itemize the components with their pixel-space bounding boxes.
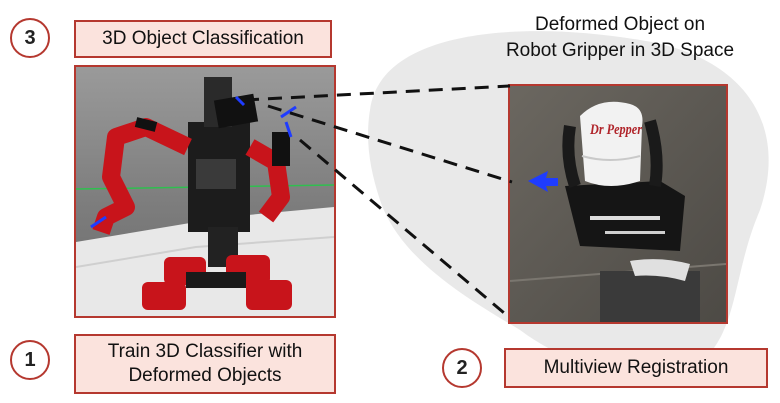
step-2-number: 2 bbox=[456, 356, 468, 379]
step-1-label-line2: Deformed Objects bbox=[128, 365, 282, 386]
gripper-photo: Dr Pepper bbox=[508, 84, 728, 324]
step-3-label-box: 3D Object Classification bbox=[74, 20, 332, 58]
caption-line1: Deformed Object on bbox=[534, 14, 706, 35]
step-2-badge: 2 bbox=[442, 348, 482, 388]
step-1-number: 1 bbox=[24, 348, 36, 371]
step-3-number: 3 bbox=[24, 26, 36, 49]
step-3-badge: 3 bbox=[10, 18, 50, 58]
step-1-badge: 1 bbox=[10, 340, 50, 380]
step-2-label: Multiview Registration bbox=[543, 357, 729, 379]
caption-line2: Robot Gripper in 3D Space bbox=[505, 39, 735, 61]
step-2-label-box: Multiview Registration bbox=[504, 348, 768, 388]
step-1-label-line1: Train 3D Classifier with bbox=[107, 341, 303, 363]
step-3-label: 3D Object Classification bbox=[102, 28, 304, 50]
step-1-label-box: Train 3D Classifier with Deformed Object… bbox=[74, 334, 336, 394]
can-label-text: Dr Pepper bbox=[589, 122, 642, 138]
deformed-object-caption: Deformed Object on Robot Gripper in 3D S… bbox=[470, 12, 770, 63]
robot-simulation-image bbox=[74, 65, 336, 318]
